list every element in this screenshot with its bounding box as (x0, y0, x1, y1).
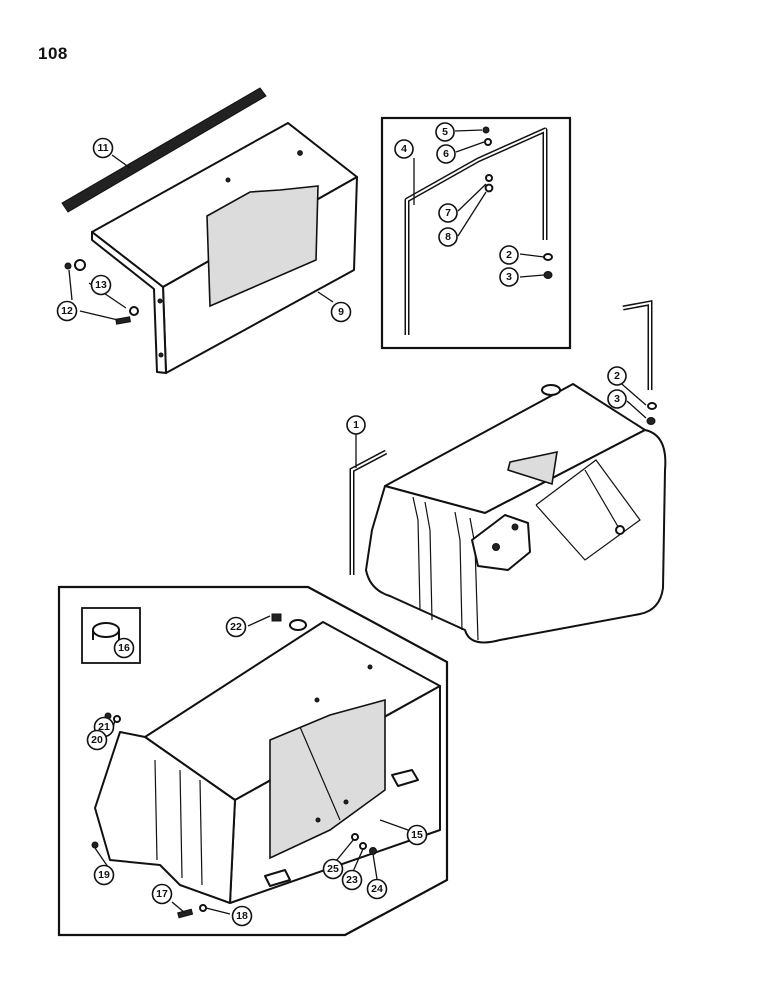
seal-strip (61, 87, 267, 213)
svg-text:15: 15 (411, 829, 423, 841)
callout-17: 17 (151, 883, 173, 905)
svg-text:8: 8 (445, 231, 451, 243)
callout-2b: 2 (607, 366, 627, 386)
svg-text:18: 18 (236, 910, 248, 922)
callout-8: 8 (438, 227, 458, 247)
svg-text:7: 7 (445, 207, 451, 219)
svg-text:9: 9 (338, 306, 344, 318)
svg-text:13: 13 (95, 279, 107, 291)
svg-text:20: 20 (91, 734, 103, 746)
cover-panel (61, 87, 358, 374)
callout-9: 9 (330, 301, 352, 323)
svg-text:11: 11 (97, 142, 108, 154)
svg-text:16: 16 (118, 642, 130, 654)
strap-2 (622, 299, 653, 390)
cover-left-flange (91, 231, 167, 374)
callout-11: 11 (92, 137, 114, 159)
filler-neck (541, 384, 561, 396)
svg-text:17: 17 (156, 888, 168, 900)
callout-18: 18 (231, 905, 253, 927)
svg-text:6: 6 (443, 148, 449, 160)
alt-tank-window (269, 698, 386, 860)
page-number: 108 (38, 44, 68, 63)
svg-text:23: 23 (346, 874, 358, 886)
svg-text:24: 24 (371, 883, 383, 895)
filler-cap-detail (92, 622, 120, 640)
svg-text:4: 4 (401, 143, 407, 155)
svg-text:3: 3 (506, 271, 512, 283)
callout-5: 5 (435, 122, 455, 142)
svg-text:22: 22 (230, 621, 242, 633)
svg-text:2: 2 (506, 249, 512, 261)
alternate-tank (91, 613, 441, 919)
callout-3b: 3 (607, 389, 627, 409)
callout-20: 20 (86, 729, 108, 751)
callout-4: 4 (394, 139, 414, 159)
strap-kit (404, 126, 553, 335)
strap-kit-inset (380, 116, 572, 350)
callout-22: 22 (225, 616, 247, 638)
svg-text:5: 5 (442, 126, 448, 138)
fuel-tank (365, 383, 667, 644)
cover-hardware (64, 259, 139, 325)
callout-25: 25 (322, 858, 344, 880)
svg-text:25: 25 (327, 863, 339, 875)
callout-23: 23 (341, 869, 363, 891)
callout-1: 1 (346, 415, 366, 435)
svg-text:3: 3 (614, 393, 620, 405)
svg-text:21: 21 (98, 721, 110, 733)
svg-text:12: 12 (61, 305, 73, 317)
callout-19: 19 (93, 864, 115, 886)
callout-16: 16 (113, 637, 135, 659)
filler-cap-inset (81, 607, 141, 664)
callout-6: 6 (436, 144, 456, 164)
alt-tank-front (94, 731, 236, 904)
callout-3: 3 (499, 267, 519, 287)
callout-15: 15 (406, 824, 428, 846)
callout-7: 7 (438, 203, 458, 223)
callout-12: 12 (56, 300, 78, 322)
svg-text:19: 19 (98, 869, 110, 881)
callout-13: 13 (90, 274, 112, 296)
cover-window (206, 185, 319, 308)
callout-2: 2 (499, 245, 519, 265)
callout-24: 24 (366, 878, 388, 900)
svg-text:2: 2 (614, 370, 620, 382)
alternate-tank-inset (57, 585, 449, 937)
svg-text:1: 1 (353, 419, 359, 431)
